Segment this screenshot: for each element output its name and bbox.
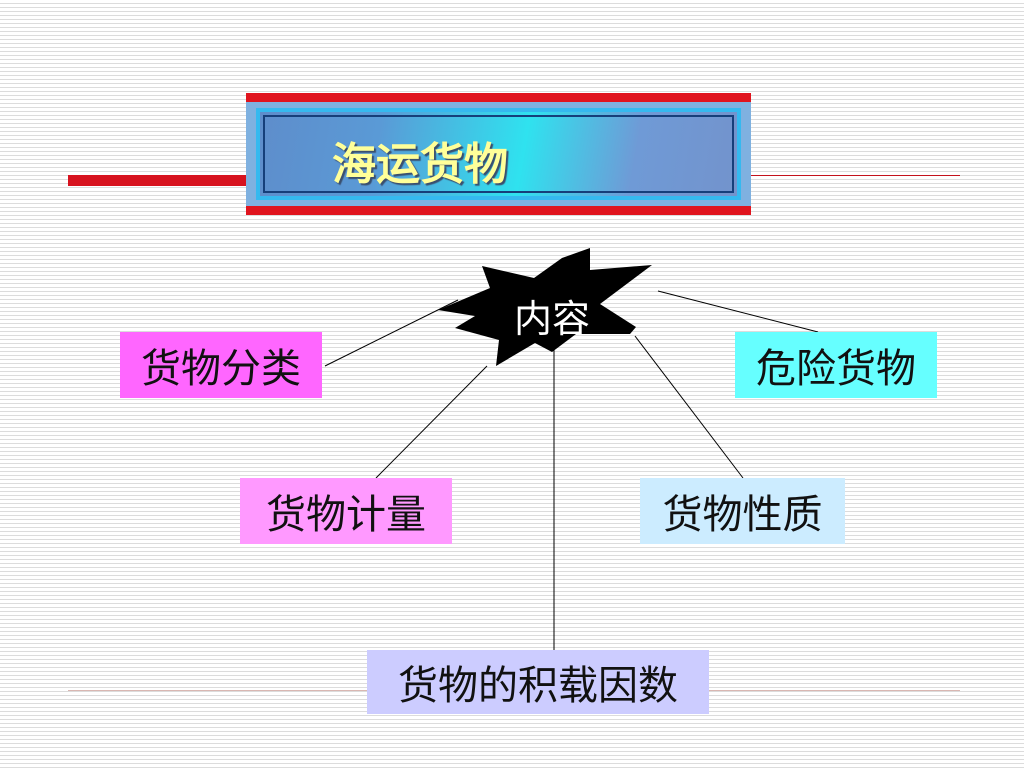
node-dangerous-goods: 危险货物 <box>735 332 937 398</box>
node-cargo-properties: 货物性质 <box>640 478 845 544</box>
node-cargo-classification: 货物分类 <box>120 332 322 398</box>
connector-dangerous <box>657 290 819 333</box>
node-cargo-measurement: 货物计量 <box>240 478 452 544</box>
title-banner: 海运货物 <box>246 93 751 215</box>
decorative-red-bar <box>68 175 250 186</box>
center-label: 内容 <box>513 297 590 341</box>
connector-classification <box>324 299 459 367</box>
connector-measurement <box>375 365 488 479</box>
node-stowage-factor: 货物的积载因数 <box>367 650 709 714</box>
decorative-red-line <box>750 175 960 176</box>
title-banner-inner: 海运货物 <box>246 102 751 206</box>
center-burst-shape <box>438 248 652 366</box>
slide-title: 海运货物 <box>332 139 508 190</box>
connector-properties <box>634 335 744 479</box>
title-box: 海运货物 <box>256 108 741 200</box>
